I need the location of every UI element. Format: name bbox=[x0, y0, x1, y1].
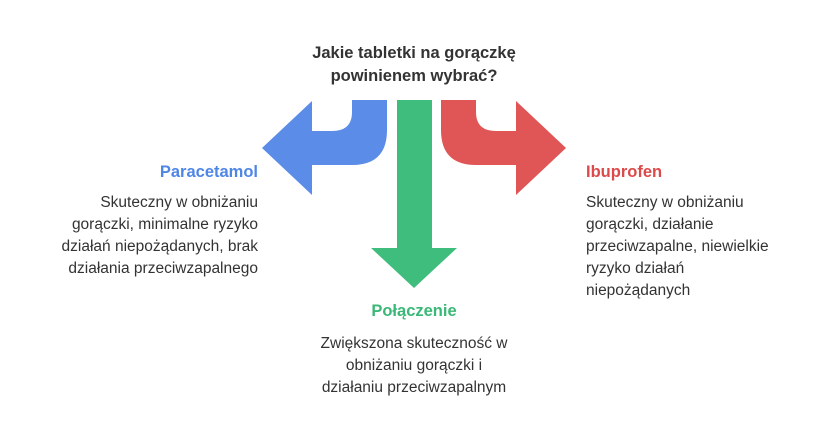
desc-line: działaniu przeciwzapalnym bbox=[321, 379, 507, 396]
desc-line: działań niepożądanych, brak bbox=[61, 238, 258, 255]
option-title-ibuprofen: Ibuprofen bbox=[586, 163, 663, 181]
center-arrow bbox=[371, 100, 457, 288]
desc-line: gorączki, działanie bbox=[586, 216, 714, 233]
question-line-1: Jakie tabletki na gorączkę bbox=[312, 44, 516, 62]
desc-line: ryzyko działań bbox=[586, 260, 685, 277]
option-desc-polaczenie: Zwiększona skuteczność w obniżaniu gorąc… bbox=[289, 333, 539, 399]
desc-line: działania przeciwzapalnego bbox=[68, 260, 258, 277]
desc-line: Skuteczny w obniżaniu bbox=[586, 194, 744, 211]
option-desc-paracetamol: Skuteczny w obniżaniu gorączki, minimaln… bbox=[28, 192, 258, 280]
desc-line: niepożądanych bbox=[586, 282, 691, 299]
left-arrow bbox=[262, 100, 387, 195]
desc-line: przeciwzapalne, niewielkie bbox=[586, 238, 769, 255]
desc-line: Skuteczny w obniżaniu bbox=[100, 194, 258, 211]
option-title-paracetamol: Paracetamol bbox=[159, 163, 258, 181]
question-line-2: powinienem wybrać? bbox=[330, 67, 498, 85]
right-arrow bbox=[441, 100, 566, 195]
option-title-polaczenie: Połączenie bbox=[371, 302, 457, 320]
option-desc-ibuprofen: Skuteczny w obniżaniu gorączki, działani… bbox=[586, 192, 801, 302]
desc-line: Zwiększona skuteczność w bbox=[320, 335, 508, 352]
desc-line: obniżaniu gorączki i bbox=[345, 357, 483, 374]
question-heading: Jakie tabletki na gorączkę powinienem wy… bbox=[264, 42, 564, 88]
desc-line: gorączki, minimalne ryzyko bbox=[71, 216, 258, 233]
